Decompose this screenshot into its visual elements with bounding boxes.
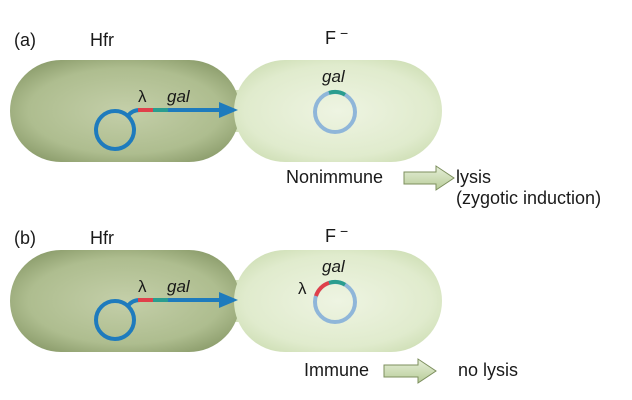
panel-b-f-cell (234, 250, 442, 352)
panel-a-outcome-line1: lysis (456, 167, 491, 187)
panel-b-recipient-gal-segment (328, 280, 347, 287)
panel-b-recipient-gal-label: gal (322, 257, 346, 276)
panel-a-status: Nonimmune (286, 167, 383, 187)
panel-a-outcome-line2: (zygotic induction) (456, 188, 601, 208)
panel-a-f-cell (234, 60, 442, 162)
panel-a: (a) Hfr F− λ gal gal Nonimmune lysis (zy… (10, 25, 601, 208)
panel-a-recipient-gal-label: gal (322, 67, 346, 86)
panel-a-lambda-label: λ (138, 87, 147, 106)
panel-b-letter: (b) (14, 228, 36, 248)
panel-b: (b) Hfr F− λ gal gal λ Immune no lysis (10, 223, 518, 384)
panel-b-lambda-label: λ (138, 277, 147, 296)
panel-b-outcome-arrow (383, 358, 437, 384)
panel-a-outcome-arrow (403, 165, 455, 191)
panel-a-hfr-chromosome (94, 109, 136, 151)
panel-a-transfer-arrowhead (219, 102, 238, 118)
panel-a-f-label: F− (325, 25, 348, 48)
panel-b-hfr-chromosome (94, 299, 136, 341)
panel-b-gal-label: gal (167, 277, 191, 296)
panel-b-outcome: no lysis (458, 360, 518, 380)
panel-b-transfer-arrowhead (219, 292, 238, 308)
panel-b-recipient-lambda-label: λ (298, 279, 307, 298)
panel-a-gal-label: gal (167, 87, 191, 106)
panel-a-hfr-cell (10, 60, 240, 162)
panel-b-hfr-cell (10, 250, 240, 352)
panel-b-hfr-label: Hfr (90, 228, 114, 248)
panel-a-hfr-label: Hfr (90, 30, 114, 50)
panel-b-f-label: F− (325, 223, 348, 246)
panel-b-recipient-lambda-prophage (314, 280, 330, 297)
panel-b-status: Immune (304, 360, 369, 380)
panel-a-recipient-gal-segment (328, 90, 347, 97)
panel-a-letter: (a) (14, 30, 36, 50)
